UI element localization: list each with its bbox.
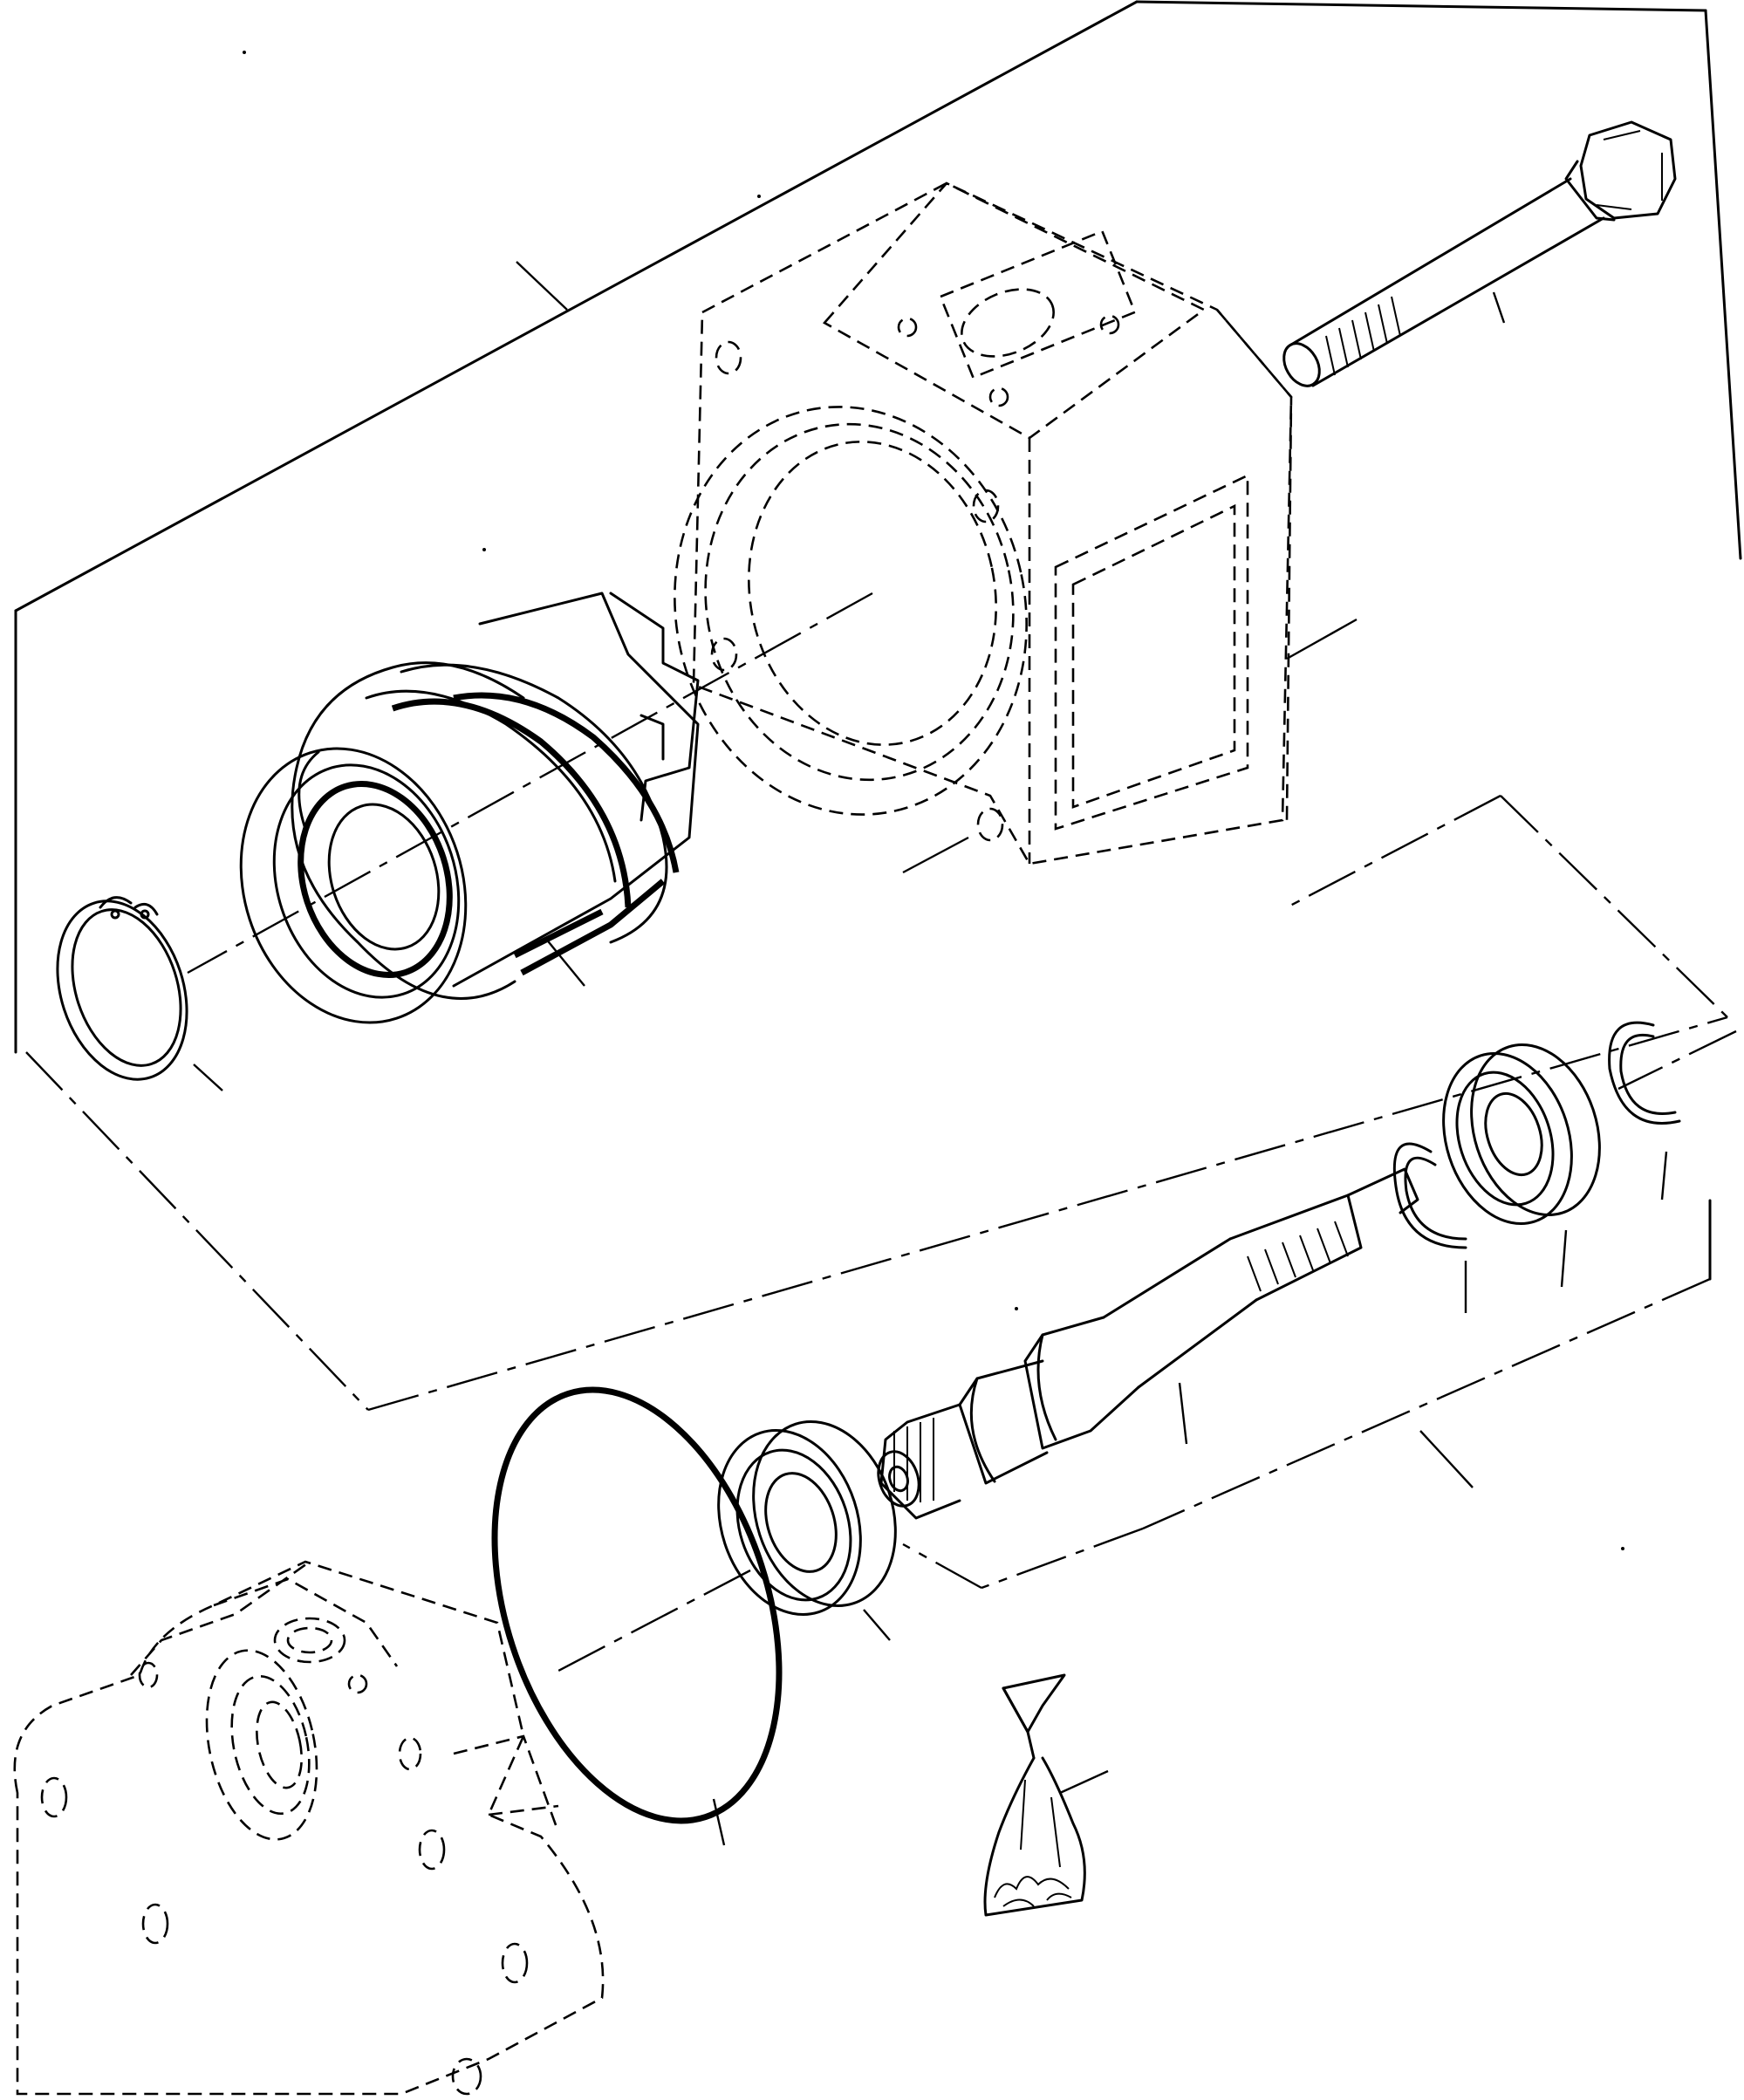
upper-group-leader — [516, 261, 568, 311]
housing-bolt — [1282, 120, 1677, 387]
snap-ring-large — [56, 896, 223, 1091]
upper-group-bracket — [14, 0, 1742, 1054]
scan-specks — [243, 51, 1624, 1550]
splined-drive-shaft — [877, 1167, 1419, 1520]
retaining-ring-small — [1392, 1142, 1467, 1313]
lower-group-bracket — [902, 1199, 1712, 1590]
hardware-kit-bag — [983, 1673, 1109, 1917]
ball-bearing-upper — [1442, 1043, 1601, 1288]
o-ring-seal — [491, 1386, 783, 1846]
middle-group-bracket — [25, 794, 1728, 1412]
shaft-group-leader — [1419, 1430, 1474, 1488]
motor-housing — [674, 181, 1358, 874]
snap-ring-outer — [1608, 1021, 1681, 1200]
piston-cylinder-assembly — [239, 592, 700, 1024]
ball-bearing-lower — [717, 1419, 897, 1641]
axis-lines — [187, 592, 1737, 1672]
end-cover-plate — [13, 1560, 605, 2096]
